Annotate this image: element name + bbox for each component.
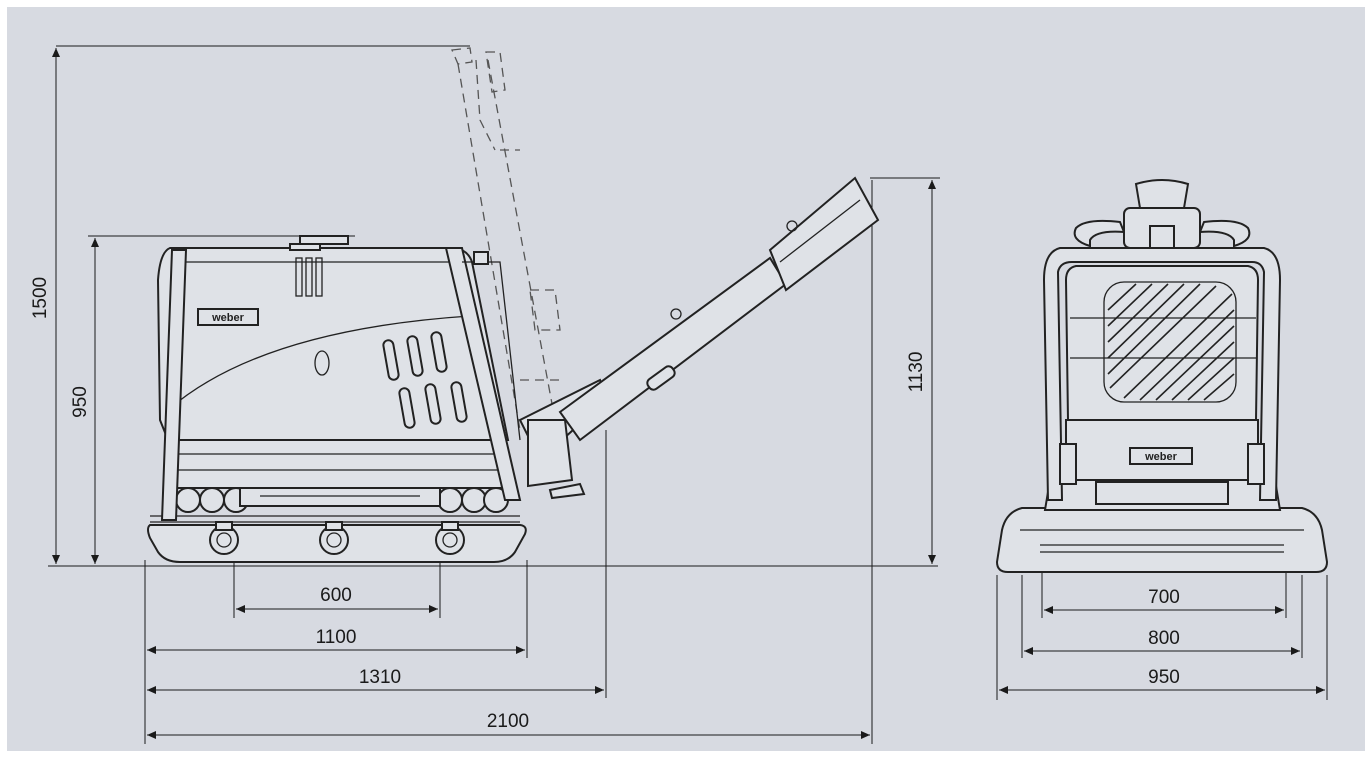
front-logo-plate [1129, 447, 1193, 465]
dim-label-800: 800 [1148, 628, 1180, 649]
front-logo: weber [1144, 451, 1178, 463]
front-frame-bar [160, 249, 188, 521]
front-base-plate [995, 507, 1329, 573]
dim-label-950-height: 950 [70, 386, 91, 418]
fuel-cap-ring [314, 350, 330, 376]
front-view: 700 800 950 [995, 179, 1329, 700]
handle-clip [646, 365, 676, 391]
dim-label-1100: 1100 [316, 627, 357, 648]
dim-label-1130: 1130 [906, 352, 927, 393]
handle-grip [768, 176, 880, 292]
side-logo-plate [197, 308, 259, 326]
top-center-block [1149, 225, 1175, 249]
dim-label-600: 600 [320, 585, 352, 606]
side-logo: weber [211, 312, 245, 324]
lower-housing [167, 439, 512, 489]
raised-handle-dashed [451, 47, 561, 431]
dim-label-2100: 2100 [487, 711, 529, 732]
top-fitting [299, 235, 349, 245]
dim-label-1310: 1310 [359, 667, 401, 688]
dim-label-1500: 1500 [30, 277, 51, 319]
dim-label-950-width: 950 [1148, 667, 1180, 688]
rear-frame-bar [444, 247, 522, 501]
cover-curve [167, 315, 471, 411]
left-bracket [1059, 443, 1077, 485]
top-cap [1134, 179, 1190, 209]
plate-rollers [209, 521, 465, 555]
side-view: 1500 950 1130 600 1100 1310 2100 [30, 45, 940, 744]
front-frame [1042, 247, 1282, 501]
handle-pivot-block [527, 419, 574, 488]
top-handle-left [1073, 219, 1126, 248]
front-grille [1070, 281, 1256, 403]
right-bracket [1247, 443, 1265, 485]
vent-slots [382, 331, 468, 429]
damper-elements [175, 485, 509, 513]
top-handle-right [1198, 219, 1251, 248]
dim-label-700: 700 [1148, 587, 1180, 608]
